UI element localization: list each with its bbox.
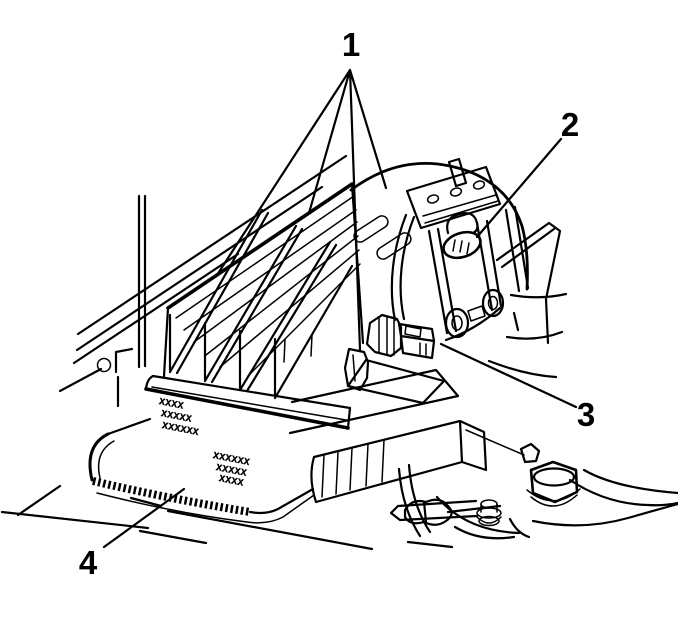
strap-eyelet-2 [481, 288, 505, 318]
callout-3-leader [439, 342, 578, 409]
tray-texture-b3: xxxx [217, 470, 245, 489]
sensor-vents [452, 239, 470, 255]
cowl-line-set [16, 154, 348, 517]
callout-4-leader [102, 487, 186, 549]
bracket-straps [427, 205, 530, 342]
callout-3: 3 [439, 342, 595, 433]
connector-body [397, 322, 436, 360]
connector-lock-tab [404, 325, 427, 356]
air-cleaner-cover [144, 182, 370, 430]
lower-housing-box [288, 368, 541, 504]
tray-texture-a3: xxxxxx [160, 417, 200, 438]
callout-4-label: 4 [79, 544, 98, 581]
tray-corner-inner [97, 440, 115, 479]
callout-2: 2 [475, 106, 579, 239]
strap-eyelet-1 [444, 307, 470, 339]
cover-pleat-grooves [168, 208, 354, 400]
mounting-stud [476, 499, 502, 527]
hose-curves [435, 468, 678, 540]
callout-2-leader [475, 137, 563, 239]
air-cleaner-base-tray: xxxx xxxxx xxxxxx xxxxxx xxxxx xxxx [88, 393, 315, 524]
strap-eyelet-1-inner [451, 315, 463, 331]
latch-hook [343, 347, 370, 392]
rim-inner-line [151, 386, 347, 421]
box-top-strip [288, 368, 460, 435]
callout-2-label: 2 [561, 106, 579, 143]
bracket-hole-3 [472, 180, 486, 190]
electrical-connector-assembly [346, 213, 446, 405]
zip-tie-knot [403, 498, 453, 526]
frame-lines [0, 496, 454, 551]
box-clip-wire [465, 429, 525, 456]
strap-eyelet-2-inner [487, 295, 499, 311]
wire-clip-icon [519, 442, 541, 464]
callout-1-leaders [215, 68, 388, 352]
tray-texture-a2: xxxxx [159, 405, 193, 425]
box-front-face [310, 419, 488, 504]
tray-corner-outer [88, 432, 110, 482]
tray-texture-b2: xxxxx [214, 459, 248, 479]
tray-bottom-shadow [96, 492, 315, 524]
hex-bolt-flange [526, 488, 581, 507]
cover-rim [144, 374, 352, 430]
bracket-folds [422, 194, 499, 224]
antenna-rod [96, 194, 147, 408]
vertical-hose [397, 463, 432, 538]
bracket-plate [405, 157, 502, 230]
connector-boot [365, 313, 403, 358]
tray-back-edge [106, 417, 152, 436]
bracket-hole-1 [426, 194, 440, 204]
sensor-body [442, 230, 482, 260]
tray-texture-a1: xxxx [157, 393, 185, 412]
bracket-arm [389, 499, 479, 522]
hardware-and-hoses [389, 460, 678, 540]
map-sensor [442, 211, 482, 260]
right-brace-panel [487, 221, 568, 379]
grommet-icon [96, 357, 112, 373]
callout-3-label: 3 [577, 396, 595, 433]
brace-lines [487, 221, 568, 379]
wiring-conduit [390, 213, 416, 322]
rim-right-cap [346, 406, 352, 430]
background-cowl-lines [16, 154, 348, 517]
box-ribs [321, 439, 385, 498]
strap-link [467, 305, 486, 322]
callout-1-label: 1 [342, 26, 360, 63]
arch-curve [349, 162, 529, 291]
sensor-bracket [405, 157, 530, 342]
stud-base [478, 515, 500, 527]
rim-bottom-edge [144, 387, 350, 430]
cover-back-edge [166, 182, 354, 310]
sensor-dome [446, 211, 479, 235]
callout-1: 1 [215, 26, 388, 352]
arch-slot-1 [353, 215, 389, 243]
callout-4: 4 [79, 487, 186, 581]
stud-base-flare [476, 516, 502, 524]
boot-ridges [378, 316, 395, 356]
connector-mount-pad [346, 358, 446, 405]
tray-front-right-edge [248, 487, 315, 515]
cover-mold-dashes [283, 334, 313, 363]
frame-rail-lines [0, 496, 454, 551]
cover-fin-fronts [168, 313, 277, 398]
bracket-hole-2 [449, 187, 463, 197]
arch-slot-2 [376, 232, 412, 260]
rod-lines [114, 194, 147, 408]
hex-bolt-top [532, 467, 576, 487]
